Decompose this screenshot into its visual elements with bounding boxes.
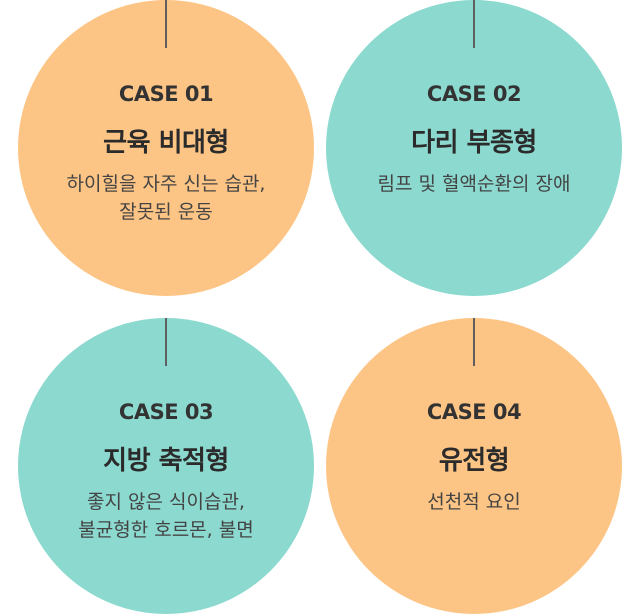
case-card-01: CASE 01 근육 비대형 하이힐을 자주 신는 습관, 잘못된 운동 [18, 0, 314, 296]
case-card-04: CASE 04 유전형 선천적 요인 [326, 318, 622, 614]
connector-line [473, 0, 475, 48]
case-card-03: CASE 03 지방 축적형 좋지 않은 식이습관, 불균형한 호르몬, 불면 [18, 318, 314, 614]
case-description-line: 잘못된 운동 [119, 201, 213, 223]
connector-line [473, 318, 475, 366]
case-label: CASE 04 [426, 400, 522, 424]
case-title: 근육 비대형 [103, 128, 229, 158]
case-card-02: CASE 02 다리 부종형 림프 및 혈액순환의 장애 [326, 0, 622, 296]
connector-line [165, 0, 167, 48]
case-description-line: 림프 및 혈액순환의 장애 [377, 173, 571, 195]
case-title: 다리 부종형 [411, 128, 537, 158]
case-label: CASE 03 [118, 400, 214, 424]
case-description: 좋지 않은 식이습관, 불균형한 호르몬, 불면 [38, 488, 294, 544]
case-label: CASE 01 [118, 82, 214, 106]
case-description: 선천적 요인 [346, 488, 602, 516]
case-title: 유전형 [438, 446, 510, 476]
case-description-line: 불균형한 호르몬, 불면 [78, 519, 254, 541]
connector-line [165, 318, 167, 366]
case-label: CASE 02 [426, 82, 522, 106]
case-description-line: 하이힐을 자주 신는 습관, [66, 173, 266, 195]
case-description: 림프 및 혈액순환의 장애 [346, 170, 602, 198]
case-description-line: 선천적 요인 [427, 491, 521, 513]
case-title: 지방 축적형 [103, 446, 229, 476]
case-description-line: 좋지 않은 식이습관, [87, 491, 245, 513]
case-description: 하이힐을 자주 신는 습관, 잘못된 운동 [38, 170, 294, 226]
